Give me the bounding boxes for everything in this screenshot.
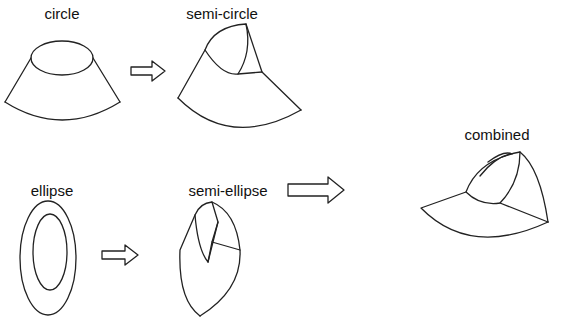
ellipse-frustum <box>20 201 76 315</box>
shape-label: ellipse <box>31 183 74 198</box>
semi-ellipse-frustum <box>180 202 240 316</box>
hollow-arrow <box>288 177 344 203</box>
hollow-arrow <box>102 245 138 265</box>
combined-shape <box>421 152 548 237</box>
circle-frustum <box>5 41 120 120</box>
shape-label: semi-circle <box>186 6 258 21</box>
hollow-arrow <box>131 61 165 81</box>
shape-label: circle <box>44 6 79 21</box>
shape-label: semi-ellipse <box>188 183 267 198</box>
shape-label: combined <box>464 127 529 142</box>
semi-circle-frustum <box>178 24 301 127</box>
